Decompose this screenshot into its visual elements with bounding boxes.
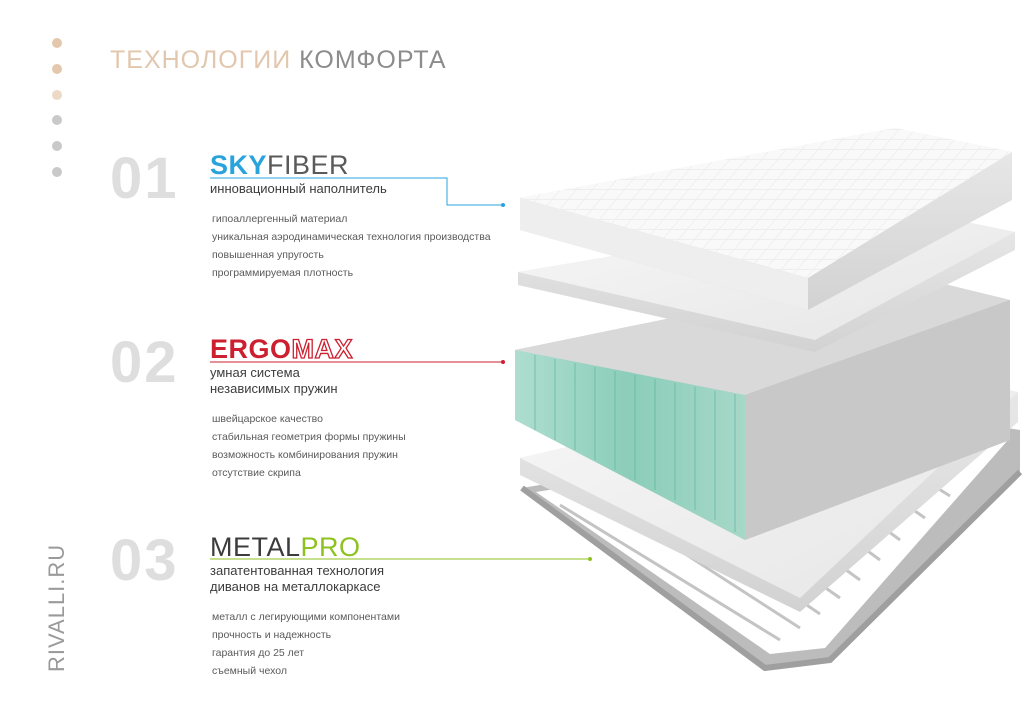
feature-item: съемный чехол	[212, 665, 287, 677]
feature-item: металл с легирующими компонентами	[212, 611, 400, 623]
subtitle-line: независимых пружин	[210, 381, 338, 396]
section-number: 01	[110, 146, 179, 211]
brand-name-part-b: FIBER	[267, 150, 350, 180]
page-title-light: ТЕХНОЛОГИИ	[110, 46, 292, 74]
feature-item: программируемая плотность	[212, 267, 354, 279]
feature-item: уникальная аэродинамическая технология п…	[212, 231, 491, 243]
brand-name-part-a: SKY	[210, 150, 268, 180]
feature-list: металл с легирующими компонентами прочно…	[212, 608, 400, 680]
page-dot[interactable]	[52, 38, 62, 48]
feature-item: швейцарское качество	[212, 413, 323, 425]
subtitle-line: запатентованная технология	[210, 563, 385, 578]
brand-name-part-b: MAX	[291, 334, 354, 364]
feature-item: отсутствие скрипа	[212, 467, 301, 479]
page-dot[interactable]	[52, 167, 62, 177]
subtitle-line: диванов на металлокаркасе	[210, 579, 381, 594]
feature-item: повышенная упругость	[212, 249, 324, 261]
brand-name: ERGOMAX	[210, 334, 354, 364]
page-title-dark: КОМФОРТА	[299, 46, 447, 74]
page-title: ТЕХНОЛОГИИ КОМФОРТА	[110, 46, 447, 75]
brand-name-part-a: ERGO	[210, 334, 292, 364]
feature-list: швейцарское качество стабильная геометри…	[212, 410, 406, 482]
spring-block-layer	[515, 272, 1010, 540]
page-dot[interactable]	[52, 141, 62, 151]
section-subtitle: умная система независимых пружин	[210, 365, 338, 397]
metalpro-leader-dot	[588, 557, 592, 561]
page-dot[interactable]	[52, 64, 62, 74]
feature-item: гарантия до 25 лет	[212, 647, 305, 659]
skyfiber-leader-dot	[501, 203, 505, 207]
page-dot[interactable]	[52, 90, 62, 100]
feature-item: прочность и надежность	[212, 629, 332, 641]
feature-list: гипоаллергенный материал уникальная аэро…	[212, 210, 491, 282]
feature-item: возможность комбинирования пружин	[212, 449, 398, 461]
subtitle-line: инновационный наполнитель	[210, 181, 387, 196]
section-number: 03	[110, 528, 179, 593]
brand-name-part-a: METAL	[210, 532, 301, 562]
brand-name: METALPRO	[210, 534, 361, 561]
skyfiber-top-layer	[520, 128, 1012, 310]
subtitle-line: умная система	[210, 365, 300, 380]
feature-item: гипоаллергенный материал	[212, 213, 348, 225]
page-dot[interactable]	[52, 115, 62, 125]
feature-item: стабильная геометрия формы пружины	[212, 431, 406, 443]
skyfiber-leader-line	[210, 177, 503, 206]
section-number: 02	[110, 330, 179, 395]
brand-name-part-b: PRO	[300, 532, 361, 562]
section-subtitle: инновационный наполнитель	[210, 181, 387, 197]
brand-name: SKYFIBER	[210, 152, 349, 179]
section-subtitle: запатентованная технология диванов на ме…	[210, 563, 384, 595]
ergomax-leader-dot	[501, 360, 505, 364]
